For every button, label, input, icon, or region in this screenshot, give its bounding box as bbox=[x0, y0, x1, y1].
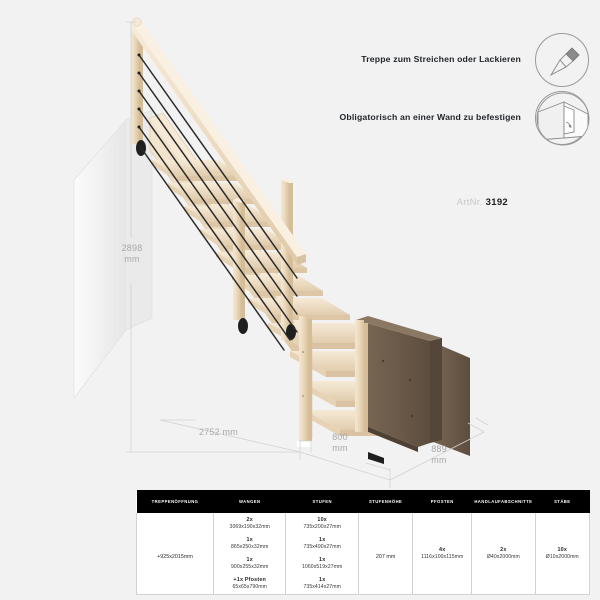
dimension-lines bbox=[126, 21, 489, 488]
dimension-width: 800 mm bbox=[319, 432, 361, 455]
dimension-side-value: 889 bbox=[431, 444, 447, 454]
cell-staebe: 10x Ø10x2000mm bbox=[534, 513, 591, 595]
dimension-height: 2898 mm bbox=[108, 243, 156, 266]
notice-paint: Treppe zum Streichen oder Lackieren bbox=[361, 33, 589, 87]
list-item: 1x 735x414x27mm bbox=[303, 577, 341, 590]
list-item: 1x 900x255x32mm bbox=[231, 557, 269, 570]
dimension-height-value: 2898 bbox=[121, 243, 143, 253]
notice-wall-mount: Obligatorisch an einer Wand zu befestige… bbox=[339, 91, 590, 146]
specification-table: TREPPENÖFFNUNG WANGEN STUFEN STUFENHÖHE … bbox=[136, 490, 591, 595]
cell-handlauf: 2x Ø40x2000mm bbox=[471, 513, 536, 595]
notice-paint-text: Treppe zum Streichen oder Lackieren bbox=[361, 54, 521, 65]
dimension-height-unit: mm bbox=[124, 254, 140, 265]
notice-wall-mount-text: Obligatorisch an einer Wand zu befestige… bbox=[339, 112, 521, 123]
list-item: 1x 1060x519x27mm bbox=[302, 557, 343, 570]
list-item: 10x 735x200x27mm bbox=[303, 517, 341, 530]
balustrade-rods bbox=[138, 54, 298, 351]
cell-stufenhoehe: 207 mm bbox=[357, 513, 414, 595]
staebe-qty: 10x bbox=[557, 547, 568, 553]
col-header-stufenhoehe: STUFENHÖHE bbox=[358, 490, 413, 513]
col-header-staebe: STÄBE bbox=[535, 490, 590, 513]
col-header-stufen: STUFEN bbox=[285, 490, 359, 513]
handlauf-dim: Ø40x2000mm bbox=[486, 554, 520, 560]
list-item: 1x 735x490x27mm bbox=[303, 537, 341, 550]
wall-panel bbox=[73, 109, 153, 400]
table-header-row: TREPPENÖFFNUNG WANGEN STUFEN STUFENHÖHE … bbox=[136, 490, 590, 513]
paintbrush-icon bbox=[535, 33, 589, 87]
pfosten-dim: 1116x100x115mm bbox=[421, 554, 464, 560]
treppenoeffnung-value: +925x2015mm bbox=[157, 553, 193, 560]
list-item: 2x 3069x190x32mm bbox=[229, 517, 270, 530]
cell-pfosten: 4x 1116x100x115mm bbox=[412, 513, 473, 595]
dimension-depth: 2752 mm bbox=[199, 427, 238, 437]
list-item: 1x 865x250x32mm bbox=[231, 537, 269, 550]
cell-stufen: 10x 735x200x27mm 1x 735x490x27mm 1x 1060… bbox=[285, 513, 359, 595]
handlauf-qty: 2x bbox=[500, 547, 507, 553]
staebe-dim: Ø10x2000mm bbox=[545, 554, 579, 560]
pfosten-qty: 4x bbox=[439, 547, 446, 553]
handrail bbox=[131, 17, 306, 265]
stringer-outer-dark bbox=[356, 316, 470, 464]
article-number-value: 3192 bbox=[485, 197, 508, 208]
table-row: +925x2015mm 2x 3069x190x32mm 1x 865x250x… bbox=[136, 513, 591, 595]
article-number: ArtNr. 3192 bbox=[457, 197, 508, 208]
col-header-pfosten: PFOSTEN bbox=[412, 490, 472, 513]
balustrade-rod-caps bbox=[137, 53, 141, 147]
col-header-handlauf: HANDLAUFABSCHNITTE bbox=[471, 490, 536, 513]
col-header-wangen: WANGEN bbox=[213, 490, 286, 513]
article-number-label: ArtNr. bbox=[456, 197, 483, 208]
cell-treppenoeffnung: +925x2015mm bbox=[136, 513, 214, 595]
col-header-treppenoeffnung: TREPPENÖFFNUNG bbox=[136, 490, 214, 513]
dimension-side-unit: mm bbox=[431, 455, 447, 466]
dimension-side: 889 mm bbox=[419, 444, 459, 467]
stufenhoehe-value: 207 mm bbox=[375, 553, 396, 560]
dimension-width-value: 800 bbox=[332, 432, 348, 442]
dimension-width-unit: mm bbox=[332, 443, 348, 454]
list-item: +1x Pfosten 65x65x790mm bbox=[232, 577, 267, 590]
cell-wangen: 2x 3069x190x32mm 1x 865x250x32mm 1x 900x… bbox=[212, 513, 287, 595]
wall-mount-icon bbox=[535, 91, 590, 146]
